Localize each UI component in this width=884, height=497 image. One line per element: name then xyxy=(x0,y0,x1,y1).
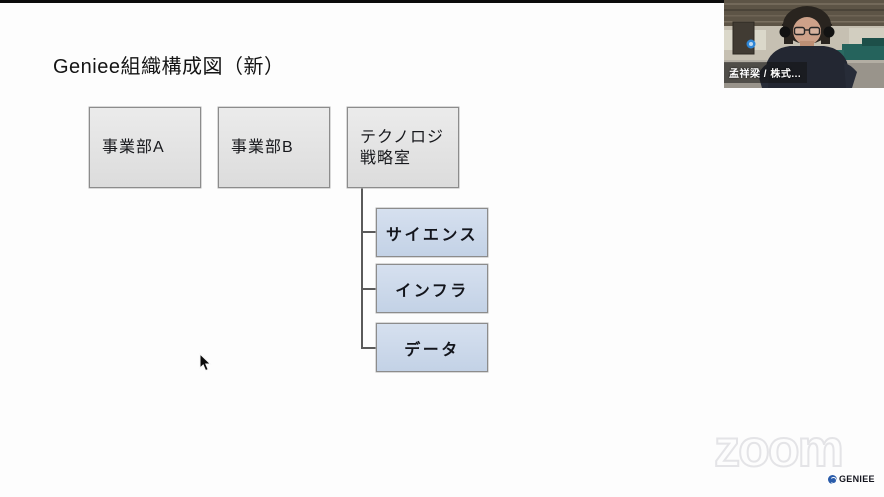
zoom-watermark: zoom xyxy=(694,419,862,483)
mouse-cursor xyxy=(199,352,212,377)
org-box-label: テクノロジ戦略室 xyxy=(360,128,445,167)
org-box-label: データ xyxy=(404,341,460,359)
org-box-label: 事業部A xyxy=(102,139,165,156)
connector-vertical-line xyxy=(361,188,363,348)
geniee-logo: GENIEE xyxy=(828,474,875,484)
org-box-label: インフラ xyxy=(395,282,469,300)
org-box-infra: インフラ xyxy=(376,264,488,313)
slide-title: Geniee組織構成図（新） xyxy=(53,56,285,78)
geniee-logo-text: GENIEE xyxy=(839,474,875,484)
participant-name-label: 孟祥梁 / 株式... xyxy=(724,62,808,83)
org-box-science: サイエンス xyxy=(376,208,488,257)
org-box-division-a: 事業部A xyxy=(89,107,201,188)
connector-stub-infra xyxy=(361,288,377,290)
org-box-division-b: 事業部B xyxy=(218,107,330,188)
zoom-watermark-text: zoom xyxy=(714,422,842,478)
participant-video-tile[interactable]: 孟祥梁 / 株式... xyxy=(724,0,884,88)
letterbox-strip xyxy=(0,0,884,3)
org-box-label: サイエンス xyxy=(385,226,479,244)
connector-stub-science xyxy=(361,231,377,233)
connector-stub-data xyxy=(361,347,377,349)
org-box-technology-strategy: テクノロジ戦略室 xyxy=(347,107,459,188)
org-box-label: 事業部B xyxy=(231,139,294,156)
geniee-mark-icon xyxy=(828,474,837,484)
org-box-data: データ xyxy=(376,323,488,372)
